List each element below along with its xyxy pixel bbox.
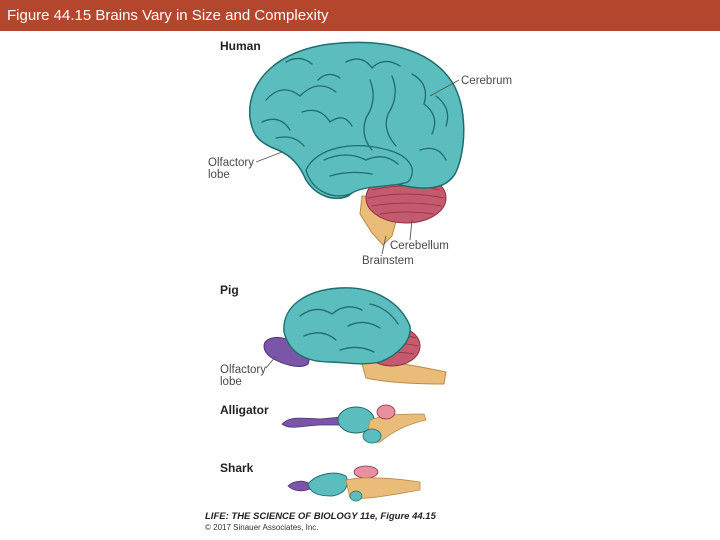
alligator-olfactory-tract xyxy=(281,416,343,428)
human-olfactory-label-line1: Olfactory xyxy=(208,157,254,169)
pig-olfactory-leader xyxy=(265,355,277,369)
pig-olfactory-label-line2: lobe xyxy=(220,376,242,388)
brainstem-label: Brainstem xyxy=(362,255,414,267)
pig-olfactory-lobe xyxy=(263,337,310,367)
cerebellum-label: Cerebellum xyxy=(390,240,449,252)
human-gyri xyxy=(261,57,449,177)
pig-label: Pig xyxy=(220,283,239,297)
human-cerebrum xyxy=(249,41,465,200)
pig-olfactory-label-line1: Olfactory xyxy=(220,364,266,376)
human-olfactory-label-line2: lobe xyxy=(208,169,230,181)
alligator-optic-lobe xyxy=(362,428,382,444)
shark-cerebrum xyxy=(307,472,348,497)
shark-brain xyxy=(287,465,421,502)
shark-brainstem xyxy=(345,477,421,499)
cerebellum-leader xyxy=(409,219,413,241)
human-olfactory-leader xyxy=(255,151,283,163)
shark-label: Shark xyxy=(220,461,254,475)
alligator-brain xyxy=(281,404,427,444)
pig-brain xyxy=(263,287,447,385)
credit-line2: © 2017 Sinauer Associates, Inc. xyxy=(205,523,319,532)
figure-title: Figure 44.15 Brains Vary in Size and Com… xyxy=(7,7,329,24)
shark-optic-lobe xyxy=(349,490,363,502)
human-label: Human xyxy=(220,39,261,53)
alligator-label: Alligator xyxy=(220,403,269,417)
alligator-cerebellum xyxy=(376,404,396,420)
title-bar: Figure 44.15 Brains Vary in Size and Com… xyxy=(0,0,720,31)
human-temporal-lobe xyxy=(305,145,413,197)
credit-line1: LIFE: THE SCIENCE OF BIOLOGY 11e, Figure… xyxy=(205,511,437,522)
pig-cerebrum xyxy=(283,287,411,365)
shark-cerebellum xyxy=(353,465,379,479)
brainstem-leader xyxy=(381,235,387,255)
human-brain xyxy=(249,41,465,246)
pig-gyri xyxy=(299,303,399,353)
pig-brainstem xyxy=(361,361,447,385)
cerebrum-leader xyxy=(429,79,460,97)
cerebrum-label: Cerebrum xyxy=(461,75,512,87)
brain-comparison-figure: Human xyxy=(205,39,512,532)
